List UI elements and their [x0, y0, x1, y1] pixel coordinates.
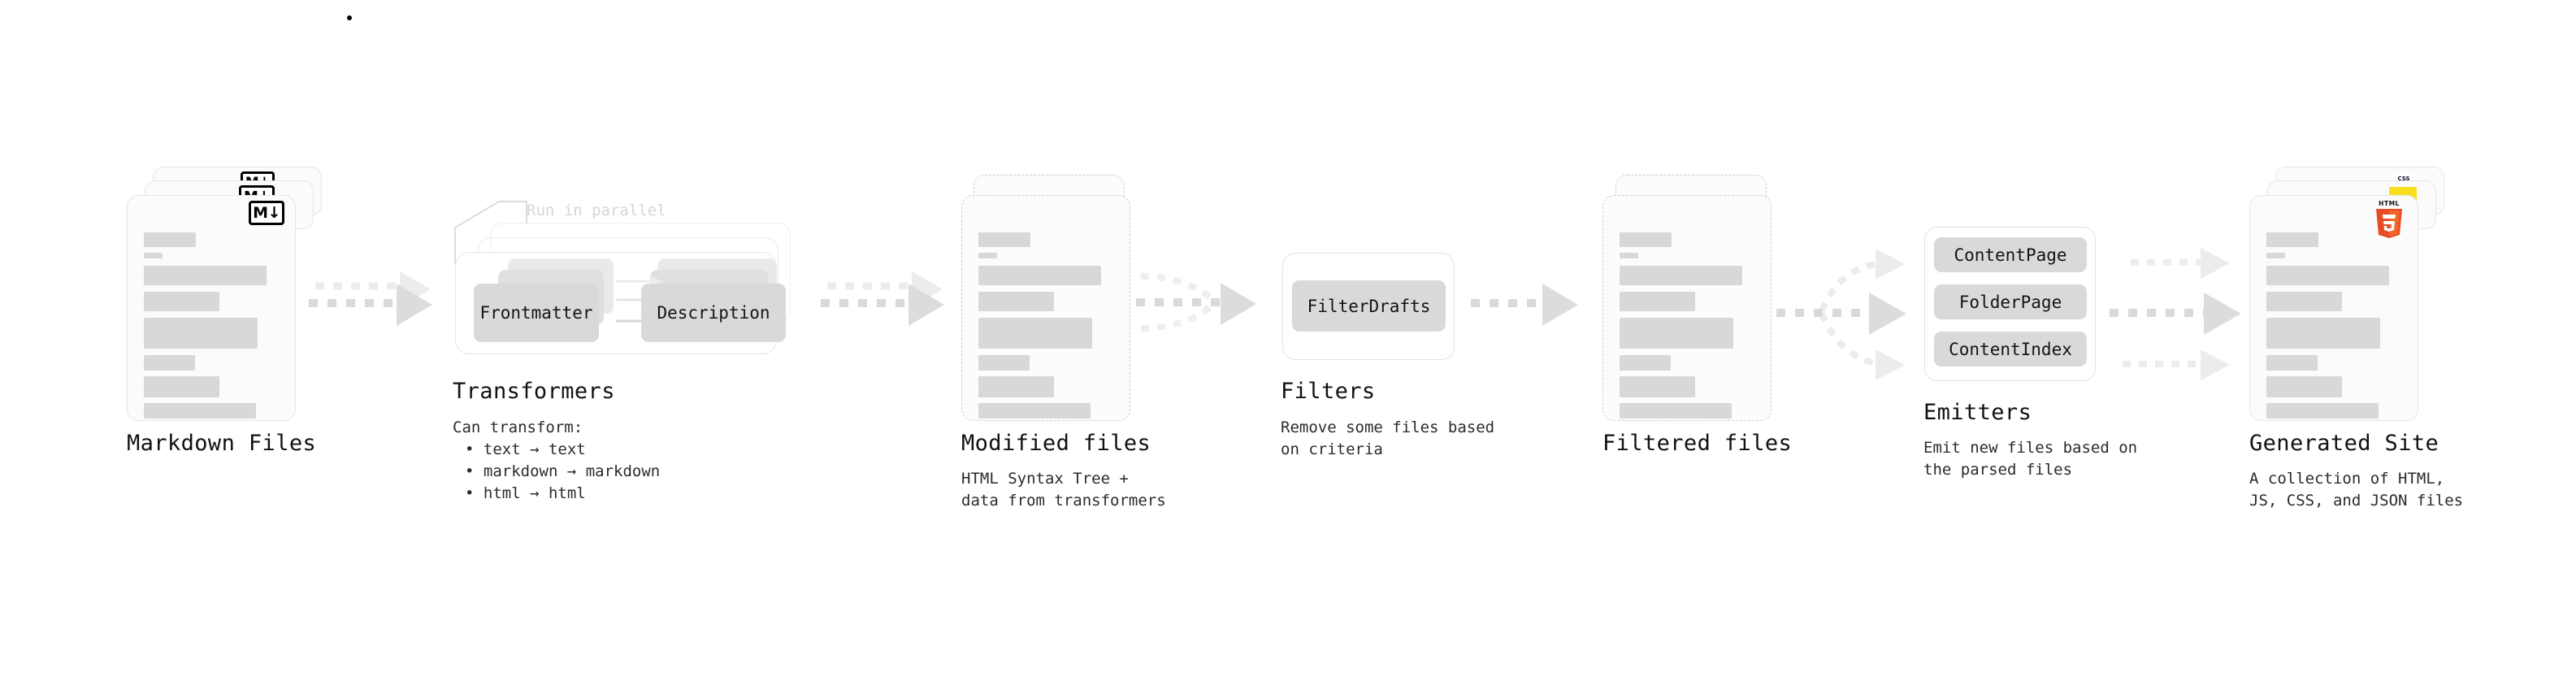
svg-text:CSS: CSS: [2397, 176, 2409, 182]
arrow-transformers-to-modified: [821, 271, 944, 326]
doc-bar: [1620, 253, 1638, 258]
stage-caption-emitters: Emitters: [1923, 400, 2032, 425]
doc-bar: [144, 292, 219, 311]
doc-bar: [2266, 318, 2380, 349]
transformer-chip-frontmatter[interactable]: Frontmatter: [474, 284, 599, 342]
site-card-front-html: [2249, 195, 2418, 421]
doc-bar: [978, 292, 1054, 311]
stage-caption-generated-site: Generated Site: [2249, 431, 2439, 456]
generated-site-description: A collection of HTML, JS, CSS, and JSON …: [2249, 470, 2464, 510]
doc-bar: [144, 403, 256, 419]
doc-bar: [144, 266, 267, 285]
arrow-emitters-to-site: [2110, 248, 2241, 380]
emitters-description: Emit new files based on the parsed files: [1923, 439, 2138, 479]
doc-bar: [978, 253, 997, 258]
doc-bar: [144, 253, 163, 258]
doc-bar: [978, 403, 1091, 419]
doc-bar: [1620, 403, 1732, 419]
stage-caption-filtered-files: Filtered files: [1602, 431, 1793, 456]
doc-bar: [2266, 253, 2285, 258]
doc-bar: [978, 266, 1101, 285]
doc-bar: [978, 376, 1054, 397]
transformers-bullet-2: • html → html: [465, 484, 586, 502]
doc-bar: [1620, 318, 1733, 349]
transformer-chip-description[interactable]: Description: [641, 284, 786, 342]
markdown-icon: [347, 15, 352, 20]
arrow-filtered-to-emitters: [1776, 249, 1906, 380]
doc-bar: [2266, 232, 2318, 247]
doc-bar: [2266, 355, 2318, 371]
transformers-bullet-0-label: text → text: [483, 440, 586, 458]
doc-bar: [1620, 266, 1742, 285]
emitter-chip-contentpage[interactable]: ContentPage: [1934, 237, 2087, 272]
modified-file-card-front: [961, 195, 1130, 421]
emitter-chip-folderpage[interactable]: FolderPage: [1934, 284, 2087, 319]
stage-caption-filters: Filters: [1281, 379, 1376, 404]
transformers-bullet-1: • markdown → markdown: [465, 462, 661, 480]
transformers-bullet-2-label: html → html: [483, 484, 586, 502]
doc-bar: [144, 376, 219, 397]
filtered-file-card-front: [1602, 195, 1772, 421]
doc-bar: [2266, 376, 2342, 397]
filter-chip-filterdrafts[interactable]: FilterDrafts: [1292, 280, 1446, 332]
stage-caption-markdown-files: Markdown Files: [127, 431, 317, 456]
run-in-parallel-bracket: [454, 201, 527, 263]
doc-bar: [2266, 292, 2342, 311]
doc-bar: [144, 318, 258, 349]
arrow-modified-to-filters: [1136, 273, 1256, 332]
transformers-bullet-0: • text → text: [465, 440, 586, 458]
doc-bar: [978, 232, 1030, 247]
markdown-icon-front: M↓: [249, 201, 284, 225]
svg-text:HTML: HTML: [2379, 200, 2400, 207]
transformers-bullet-1-label: markdown → markdown: [483, 462, 661, 480]
stage-caption-modified-files: Modified files: [961, 431, 1151, 456]
doc-bar: [1620, 355, 1671, 371]
markdown-file-card-front: [127, 15, 352, 421]
doc-bar: [978, 318, 1092, 349]
modified-files-description: HTML Syntax Tree + data from transformer…: [961, 470, 1166, 510]
arrow-filters-to-filtered: [1471, 284, 1578, 326]
emitter-chip-contentindex[interactable]: ContentIndex: [1934, 332, 2087, 367]
run-in-parallel-label: Run in parallel: [527, 202, 666, 219]
filters-description: Remove some files based on criteria: [1281, 419, 1495, 458]
arrow-markdown-to-transformers: [309, 271, 432, 326]
doc-bar: [2266, 266, 2389, 285]
doc-bar: [978, 355, 1030, 371]
doc-bar: [2266, 403, 2379, 419]
doc-bar: [1620, 376, 1695, 397]
stage-caption-transformers: Transformers: [453, 379, 615, 404]
doc-bar: [144, 355, 195, 371]
html5-icon: HTML: [2376, 200, 2402, 238]
transformers-description: Can transform:: [453, 419, 583, 436]
doc-bar: [1620, 232, 1672, 247]
doc-bar: [144, 232, 196, 247]
doc-bar: [1620, 292, 1695, 311]
